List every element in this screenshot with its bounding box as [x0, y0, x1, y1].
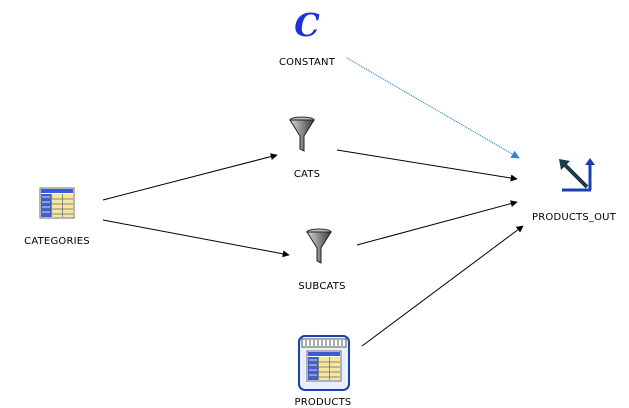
output-target-icon: [559, 158, 595, 192]
filter-funnel-icon: [289, 116, 315, 152]
table-icon: [39, 187, 75, 219]
constant-icon: C: [294, 6, 320, 44]
node-label-constant: CONSTANT: [278, 57, 336, 68]
view-table-icon: [298, 335, 350, 391]
node-label-subcats: SUBCATS: [298, 281, 346, 292]
edge-constant-to-products-out[interactable]: [346, 57, 520, 159]
edge-categories-to-cats[interactable]: [102, 153, 278, 201]
node-label-products-out: PRODUCTS_OUT: [531, 212, 617, 223]
node-label-cats: CATS: [293, 169, 321, 180]
edge-categories-to-subcats[interactable]: [102, 219, 290, 258]
edge-cats-to-products-out[interactable]: [336, 149, 518, 182]
edge-products-to-products-out[interactable]: [361, 225, 524, 347]
filter-funnel-icon: [306, 228, 332, 264]
node-label-categories: CATEGORIES: [24, 236, 90, 247]
node-label-products: PRODUCTS: [294, 397, 352, 408]
constant-glyph: C: [294, 6, 320, 44]
edge-subcats-to-products-out[interactable]: [356, 200, 518, 246]
